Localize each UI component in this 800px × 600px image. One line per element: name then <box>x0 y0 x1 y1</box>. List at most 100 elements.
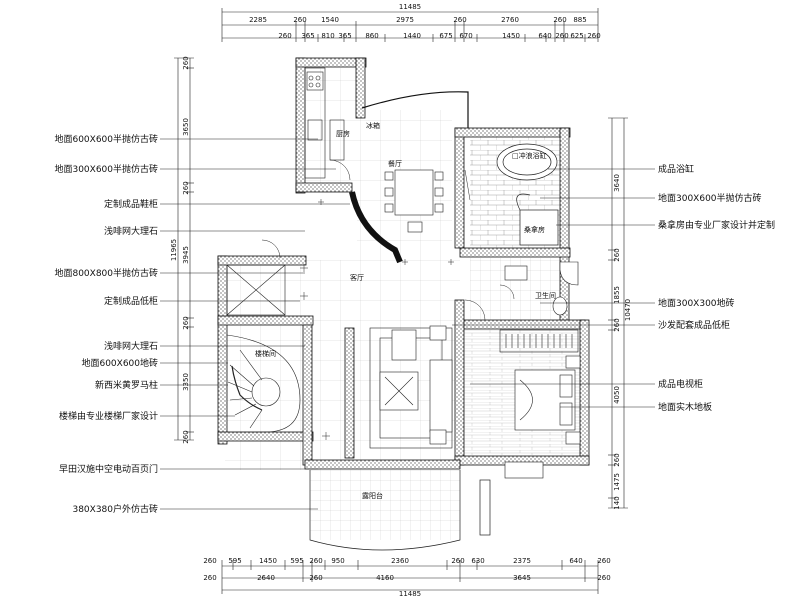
dim-label: 140 <box>613 496 621 509</box>
dim-label: 1440 <box>403 32 421 40</box>
dim-label: 260 <box>613 248 621 261</box>
dim-label: 675 <box>439 32 452 40</box>
room-kitchen-label: 厨房 <box>336 129 350 138</box>
dim-label: 4160 <box>376 574 394 582</box>
callout-label: 成品电视柜 <box>658 378 703 390</box>
dim-top-total: 11485 <box>399 3 421 11</box>
dim-label: 1855 <box>613 286 621 304</box>
curved-glass-wall <box>361 91 469 128</box>
dim-label: 260 <box>182 316 190 329</box>
callout-label: 地面实木地板 <box>658 401 712 413</box>
callout-label: 地面300X600半抛仿古砖 <box>658 192 762 204</box>
dim-label: 260 <box>182 56 190 69</box>
dim-label: 950 <box>331 557 344 565</box>
dim-label: 4050 <box>613 386 621 404</box>
dim-label: 260 <box>451 557 464 565</box>
left-dimension-text: 11965 260 3650 260 3945 260 3350 260 <box>170 56 190 443</box>
callout-label: 成品浴缸 <box>658 163 694 175</box>
bed <box>504 355 581 479</box>
room-dining-label: 餐厅 <box>388 159 402 168</box>
dim-label: 260 <box>597 574 610 582</box>
dim-label: 2375 <box>513 557 531 565</box>
callout-label: 地面300X300地砖 <box>658 297 735 309</box>
dim-label: 630 <box>471 557 484 565</box>
room-balcony-label: 露阳台 <box>362 491 383 500</box>
dim-right-total: 10470 <box>624 299 632 321</box>
dim-label: 3350 <box>182 373 190 391</box>
callout-label: 地面600X600地砖 <box>81 357 158 369</box>
room-bath-label: □冲浪浴缸 <box>512 151 547 160</box>
callout-label: 浅啡网大理石 <box>104 225 158 237</box>
bathtub <box>496 143 558 181</box>
callout-label: 地面600X600半抛仿古砖 <box>54 133 158 145</box>
dim-label: 860 <box>365 32 378 40</box>
callout-label: 沙发配套成品低柜 <box>658 319 730 331</box>
dim-left-total: 11965 <box>170 239 178 261</box>
dim-label: 260 <box>613 453 621 466</box>
balcony <box>309 470 491 551</box>
callout-label: 楼梯由专业楼梯厂家设计 <box>59 410 158 422</box>
room-living-label: 客厅 <box>350 273 364 282</box>
left-dimensions <box>174 57 194 441</box>
walls <box>217 57 590 470</box>
dim-label: 365 <box>301 32 314 40</box>
dim-label: 260 <box>597 557 610 565</box>
dim-label: 260 <box>553 16 566 24</box>
curved-wall <box>349 191 403 264</box>
room-fridge-label: 冰箱 <box>366 121 380 130</box>
dim-label: 810 <box>321 32 334 40</box>
living-furniture <box>369 325 453 449</box>
bottom-dimensions <box>221 560 599 594</box>
dim-label: 260 <box>453 16 466 24</box>
dim-label: 640 <box>538 32 551 40</box>
dim-label: 2640 <box>257 574 275 582</box>
dining-table <box>384 169 444 233</box>
room-wc-label: 卫生间 <box>535 291 556 300</box>
dim-label: 260 <box>203 574 216 582</box>
dim-label: 365 <box>338 32 351 40</box>
dim-label: 670 <box>459 32 472 40</box>
callout-label: 地面800X800半抛仿古砖 <box>54 267 158 279</box>
dim-label: 260 <box>309 574 322 582</box>
dim-label: 260 <box>203 557 216 565</box>
dim-label: 1475 <box>613 473 621 491</box>
dim-label: 3645 <box>513 574 531 582</box>
kitchen-fixtures <box>304 67 345 179</box>
dim-label: 1540 <box>321 16 339 24</box>
dim-label: 625 <box>570 32 583 40</box>
right-dimensions <box>608 117 628 509</box>
wardrobe <box>499 329 579 353</box>
dim-bottom-total: 11485 <box>399 590 421 598</box>
elevator <box>226 264 286 316</box>
callout-label: 定制成品低柜 <box>104 295 158 307</box>
left-callouts: 地面600X600半抛仿古砖 地面300X600半抛仿古砖 定制成品鞋柜 浅啡网… <box>54 133 158 515</box>
dim-label: 2360 <box>391 557 409 565</box>
callout-label: 浅啡网大理石 <box>104 340 158 352</box>
doors <box>261 159 515 321</box>
callout-label: 地面300X600半抛仿古砖 <box>54 163 158 175</box>
callout-label: 380X380户外仿古砖 <box>72 503 158 515</box>
dim-label: 260 <box>278 32 291 40</box>
dim-label: 595 <box>228 557 241 565</box>
callout-label: 新西米黄罗马柱 <box>95 379 158 391</box>
stair <box>226 334 301 433</box>
bottom-dimension-text: 260 595 1450 595 260 950 2360 260 630 23… <box>203 557 610 598</box>
top-dimensions <box>221 8 599 42</box>
dim-label: 640 <box>569 557 582 565</box>
dim-label: 885 <box>573 16 586 24</box>
dim-label: 3945 <box>182 246 190 264</box>
dim-label: 2760 <box>501 16 519 24</box>
top-dimension-text: 11485 2285 260 1540 2975 260 2760 260 88… <box>249 3 601 40</box>
dim-label: 260 <box>309 557 322 565</box>
dim-label: 260 <box>555 32 568 40</box>
dim-label: 2975 <box>396 16 414 24</box>
wc-fixtures <box>504 261 579 316</box>
dim-label: 2285 <box>249 16 267 24</box>
dim-label: 595 <box>290 557 303 565</box>
dim-label: 260 <box>182 430 190 443</box>
room-labels: 厨房 冰箱 餐厅 客厅 楼梯间 露阳台 □冲浪浴缸 桑拿房 卫生间 <box>255 121 556 500</box>
dim-label: 260 <box>587 32 600 40</box>
callout-label: 早田汉施中空电动百页门 <box>59 463 158 475</box>
dim-label: 260 <box>182 181 190 194</box>
dim-label: 3650 <box>182 118 190 136</box>
